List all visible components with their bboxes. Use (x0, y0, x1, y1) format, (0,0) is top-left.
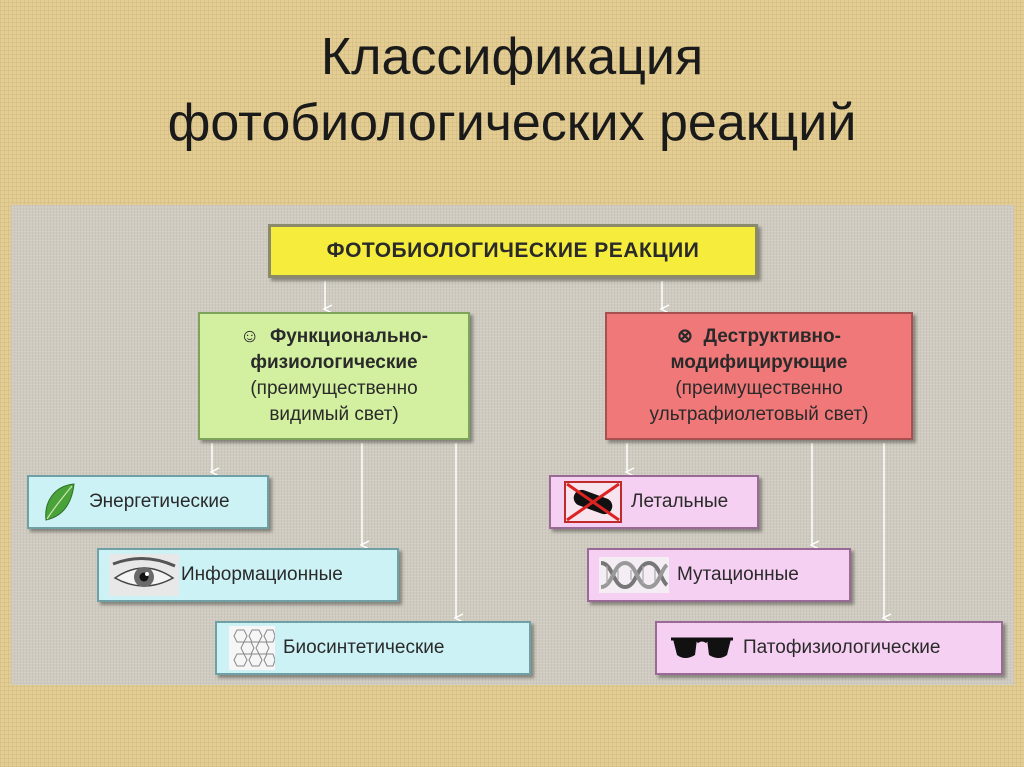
leaf-icon (39, 480, 79, 524)
category-functional-note-2: видимый свет) (269, 402, 398, 428)
sunglasses-icon (667, 626, 737, 670)
leaf-pathophysiological-label: Патофизиологические (743, 637, 940, 659)
smile-icon: ☺ (240, 326, 259, 347)
eye-icon (109, 553, 179, 597)
root-label: ФОТОБИОЛОГИЧЕСКИЕ РЕАКЦИИ (327, 239, 700, 263)
crossed-bacterium-icon (561, 480, 625, 524)
leaf-pathophysiological: Патофизиологические (655, 621, 1003, 675)
root-node: ФОТОБИОЛОГИЧЕСКИЕ РЕАКЦИИ (268, 224, 758, 278)
category-destructive-title: ⊗ Деструктивно- (677, 324, 841, 350)
leaf-informational-label: Информационные (181, 564, 343, 586)
leaf-mutational: Мутационные (587, 548, 851, 602)
category-functional-note-1: (преимущественно (250, 376, 417, 402)
leaf-lethal-label: Летальные (631, 491, 728, 513)
dna-icon (599, 553, 669, 597)
cross-circle-icon: ⊗ (677, 326, 693, 347)
leaf-informational: Информационные (97, 548, 399, 602)
category-functional: ☺ Функционально- физиологические (преиму… (198, 312, 470, 440)
leaf-energetic-label: Энергетические (89, 491, 230, 513)
leaf-mutational-label: Мутационные (677, 564, 799, 586)
category-destructive-note-1: (преимущественно (675, 376, 842, 402)
category-destructive-note-2: ультрафиолетовый свет) (650, 402, 869, 428)
molecule-icon (227, 626, 277, 670)
category-destructive: ⊗ Деструктивно- модифицирующие (преимуще… (605, 312, 913, 440)
category-destructive-title-2: модифицирующие (671, 350, 848, 376)
leaf-biosynthetic-label: Биосинтетические (283, 637, 444, 659)
category-functional-title: ☺ Функционально- (240, 324, 428, 350)
leaf-lethal: Летальные (549, 475, 759, 529)
leaf-biosynthetic: Биосинтетические (215, 621, 531, 675)
leaf-energetic: Энергетические (27, 475, 269, 529)
category-functional-title-2: физиологические (250, 350, 417, 376)
